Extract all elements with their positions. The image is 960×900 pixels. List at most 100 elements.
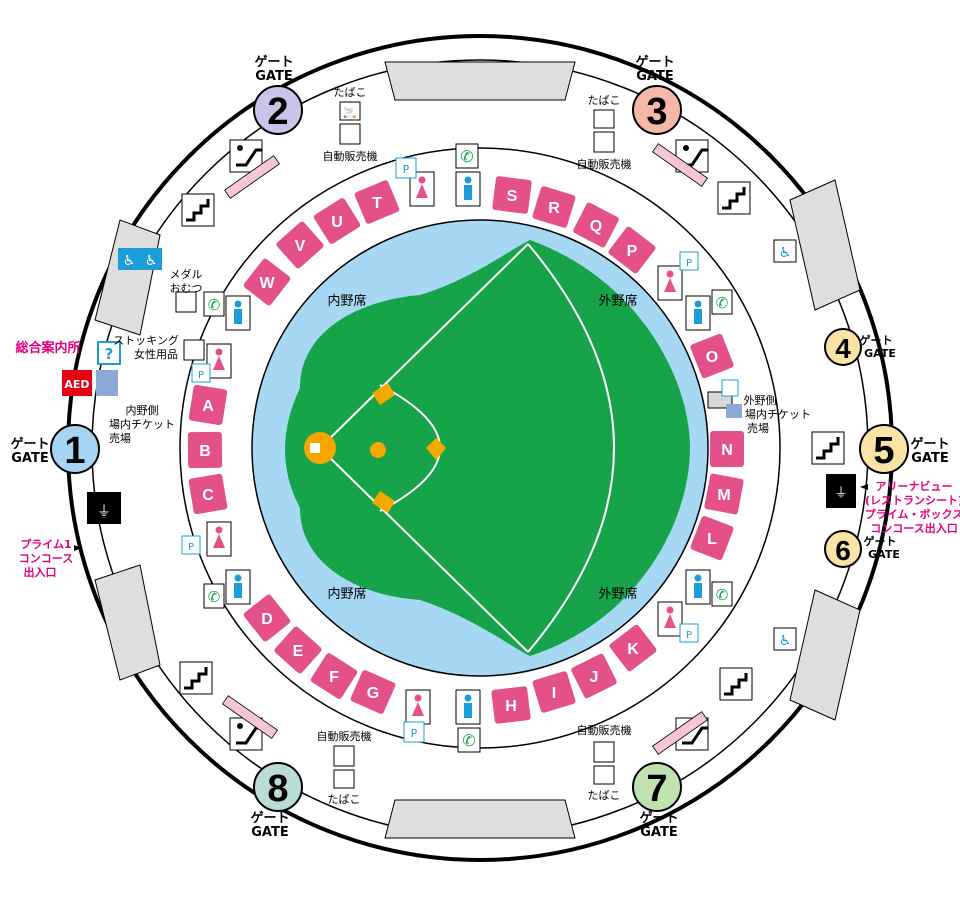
label-medal-2: おむつ <box>170 282 203 295</box>
label-arena-2: (レストランシート) <box>865 494 960 507</box>
seat-block-g[interactable]: G <box>350 669 397 715</box>
seat-block-shape <box>350 670 396 714</box>
label-tabako-top-left: たばこ <box>334 86 367 99</box>
gate-3[interactable]: 3 ゲート GATE <box>632 54 682 135</box>
elevator-icon-gate5: ⏚ <box>826 474 856 508</box>
ramp-se <box>652 711 708 755</box>
seat-block-shape <box>609 624 657 672</box>
gate-3-en: GATE <box>636 69 673 84</box>
label-tabako-bottom-right: たばこ <box>588 789 621 802</box>
vending-icon-top-right <box>593 131 615 153</box>
seat-block-p[interactable]: P <box>607 226 656 275</box>
seat-block-k[interactable]: K <box>608 624 657 673</box>
seat-block-i[interactable]: I <box>532 671 576 714</box>
vending-icon-stocking <box>183 339 205 361</box>
restroom-female-icon-se <box>657 601 683 637</box>
seat-block-shape <box>188 384 228 426</box>
smoking-icon-top-left: 🚬 <box>339 101 361 121</box>
seat-block-c[interactable]: C <box>188 473 228 515</box>
seat-block-label: P <box>627 243 638 260</box>
gate-4-ja: ゲート <box>860 333 893 347</box>
label-prime1-1: プライム1 <box>20 537 71 551</box>
seat-block-l[interactable]: L <box>690 515 735 561</box>
restroom-female-icon-ne <box>657 265 683 301</box>
seat-block-h[interactable]: H <box>491 686 531 724</box>
escalator-icon-sw <box>229 717 263 751</box>
second-base <box>426 438 446 460</box>
gate-5[interactable]: 5 ゲート GATE <box>859 424 950 474</box>
smoking-icon-top-right <box>593 109 615 129</box>
svg-text:♿: ♿ <box>145 253 158 269</box>
seat-block-b[interactable]: B <box>187 431 223 469</box>
seat-block-w[interactable]: W <box>243 257 292 306</box>
gate-7[interactable]: 7 ゲート GATE <box>632 762 682 840</box>
svg-text:✆: ✆ <box>208 588 221 606</box>
svg-text:♿: ♿ <box>779 245 792 261</box>
gate-2-circle <box>253 85 303 135</box>
gate-1-circle <box>50 424 100 474</box>
gate-2[interactable]: 2 ゲート GATE <box>253 54 303 135</box>
gate-3-number: 3 <box>646 91 667 133</box>
seat-block-e[interactable]: E <box>273 625 323 674</box>
seat-block-m[interactable]: M <box>704 473 744 515</box>
nursing-room-icon-sw: P <box>181 535 201 555</box>
gate-4-circle <box>824 328 862 366</box>
phone-icon-se: ✆ <box>711 581 733 607</box>
ramp-nw <box>224 155 280 199</box>
svg-text:♿: ♿ <box>123 253 136 269</box>
seat-block-s[interactable]: S <box>492 176 532 214</box>
seat-block-label: L <box>707 531 717 548</box>
seat-block-v[interactable]: V <box>275 220 324 269</box>
restroom-female-icon-bottom <box>405 689 431 725</box>
foul-line-first <box>319 243 529 449</box>
escalator-icon-nw <box>229 139 263 173</box>
seat-block-o[interactable]: O <box>690 333 735 379</box>
gate-1-number: 1 <box>64 430 85 472</box>
seat-block-n[interactable]: N <box>709 430 745 468</box>
svg-text:⏚: ⏚ <box>97 504 111 520</box>
seat-block-j[interactable]: J <box>570 653 617 700</box>
info-center-icon[interactable]: ? <box>97 341 121 365</box>
gate-5-circle <box>859 424 909 474</box>
restroom-male-icon-nw <box>225 295 251 331</box>
seat-block-label: H <box>505 698 517 715</box>
gate-8-circle <box>253 762 303 812</box>
seat-block-f[interactable]: F <box>310 652 359 700</box>
seat-block-a[interactable]: A <box>188 384 228 426</box>
label-arena-4: コンコース出入口 <box>870 521 957 535</box>
label-vending-bottom-right: 自動販売機 <box>577 723 632 737</box>
label-vending-top-left: 自動販売機 <box>323 149 378 163</box>
aed-icon[interactable]: AED <box>62 370 92 396</box>
seat-block-shape <box>313 198 361 244</box>
ticket-booth-outfield-2 <box>726 404 742 418</box>
seat-block-shape <box>274 626 322 674</box>
elevator-icon-gate1: ⏚ <box>87 492 121 524</box>
seat-block-q[interactable]: Q <box>572 202 620 249</box>
seat-block-shape <box>187 431 223 469</box>
seat-block-shape <box>532 186 576 228</box>
foul-line-third <box>319 447 529 653</box>
seat-block-u[interactable]: U <box>313 197 362 245</box>
concourse-band-top <box>384 61 576 101</box>
gate-4[interactable]: 4 ゲート GATE <box>824 328 896 366</box>
nursing-room-icon-top: P <box>395 157 417 179</box>
gate-6[interactable]: 6 ゲート GATE <box>824 530 900 568</box>
smoking-icon-bottom-left <box>333 769 355 789</box>
seat-label-outfield-top: 外野席 <box>598 293 637 309</box>
restroom-male-icon-ne <box>685 295 711 331</box>
seat-block-label: A <box>202 398 214 415</box>
stairs-icon-ne <box>717 181 751 215</box>
svg-text:✆: ✆ <box>208 296 221 314</box>
seat-block-t[interactable]: T <box>354 179 400 224</box>
seat-label-infield-top: 内野席 <box>327 293 366 309</box>
gate-1-ja: ゲート <box>10 436 49 452</box>
seat-block-r[interactable]: R <box>532 185 576 228</box>
gate-8[interactable]: 8 ゲート GATE <box>250 762 303 840</box>
seat-block-label: J <box>590 669 599 686</box>
gate-1-en: GATE <box>11 451 48 466</box>
phone-icon-sw: ✆ <box>203 583 225 609</box>
label-prime1-2: コンコース <box>19 552 73 565</box>
gate-1[interactable]: 1 ゲート GATE <box>10 424 100 474</box>
seat-block-d[interactable]: D <box>242 593 291 642</box>
